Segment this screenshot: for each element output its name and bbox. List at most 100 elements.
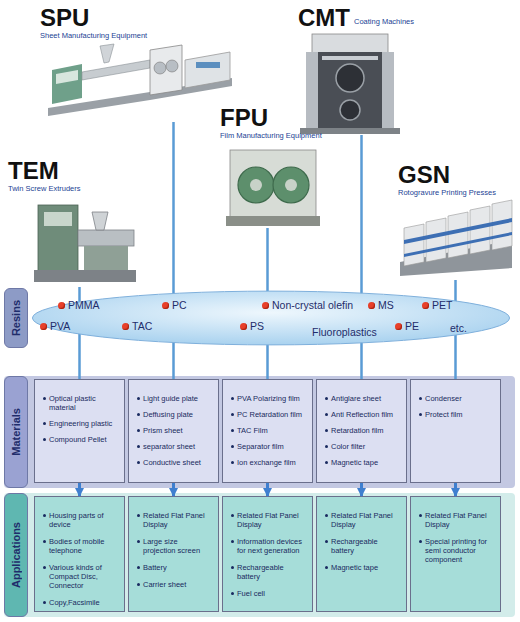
category-band: Materials Optical plastic materialEnginee… (4, 376, 515, 488)
bullet-dot (325, 566, 328, 569)
machine-code: SPU (40, 5, 235, 31)
bullet-dot (325, 514, 328, 517)
list-row: Copy,Facsimile (43, 598, 118, 607)
item-list: Related Flat Panel DisplayInformation de… (227, 504, 309, 602)
bullet-dot (43, 422, 46, 425)
list-item: Related Flat Panel Display (425, 511, 494, 529)
film-line-photo (226, 150, 320, 226)
list-row: Information devices for next generation (231, 537, 306, 555)
resin-name: PE (405, 320, 419, 332)
machine-heading: SPUSheet Manufacturing Equipment (40, 5, 235, 122)
category-band: Resins PMMA PC Non-crystal olefin MS PET PVA TA… (4, 288, 515, 348)
item-box: Related Flat Panel DisplayInformation de… (222, 496, 313, 612)
list-row: Magnetic tape (325, 563, 400, 572)
list-item: Bodies of mobile telephone (49, 537, 118, 555)
resin-dot (122, 323, 129, 330)
list-row: PVA Polarizing film (231, 394, 306, 403)
bullet-dot (43, 438, 46, 441)
resin-item: MS (368, 299, 394, 311)
resin-name: PVA (50, 320, 70, 332)
list-item: Prism sheet (143, 426, 183, 435)
list-row: Light guide plate (137, 394, 212, 403)
bullet-dot (231, 540, 234, 543)
list-item: Deffusing plate (143, 410, 193, 419)
resin-item: PC (162, 299, 187, 311)
bullet-dot (43, 514, 46, 517)
band-tab: Materials (4, 376, 28, 488)
flow-arrow (454, 483, 457, 496)
resin-item: Fluoroplastics (312, 326, 377, 338)
resin-dot (262, 302, 269, 309)
bullet-dot (231, 592, 234, 595)
machine-heading: FPUFilm Manufacturing Equipment (220, 105, 325, 228)
list-row: Optical plastic material (43, 394, 118, 412)
coating-machine-photo (300, 34, 400, 134)
machine-name: Rotogravure Printing Presses (398, 188, 515, 198)
list-row: Fuel cell (231, 589, 306, 598)
list-item: Related Flat Panel Display (237, 511, 306, 529)
bullet-dot (325, 461, 328, 464)
list-row: Compound Pellet (43, 435, 118, 444)
item-box: CondenserProtect film (410, 379, 501, 483)
bullet-dot (137, 445, 140, 448)
flow-arrow (172, 483, 175, 496)
list-item: Ion exchange film (237, 458, 296, 467)
list-row: TAC Film (231, 426, 306, 435)
list-row: Deffusing plate (137, 410, 212, 419)
bullet-dot (137, 514, 140, 517)
bullet-dot (137, 429, 140, 432)
list-item: Compound Pellet (49, 435, 107, 444)
bullet-dot (231, 397, 234, 400)
machine-name: Coating Machines (354, 17, 414, 27)
resin-item: PVA (40, 320, 70, 332)
bullet-dot (419, 397, 422, 400)
sheet-line-photo (48, 44, 232, 116)
bullet-dot (231, 413, 234, 416)
list-item: Optical plastic material (49, 394, 118, 412)
list-row: Related Flat Panel Display (137, 511, 212, 529)
list-row: Special printing for semi conductor comp… (419, 537, 494, 564)
item-list: CondenserProtect film (415, 387, 497, 423)
bullet-dot (137, 413, 140, 416)
list-row: Anti Reflection film (325, 410, 400, 419)
machine-code: FPU (220, 105, 325, 131)
bullet-dot (325, 397, 328, 400)
list-row: Various kinds of Compact Disc, Connector (43, 563, 118, 590)
list-row: Rechargeable battery (231, 563, 306, 581)
item-list: Optical plastic materialEngineering plas… (39, 387, 121, 448)
list-row: Rechargeable battery (325, 537, 400, 555)
band-label: Resins (10, 300, 22, 336)
resin-item: TAC (122, 320, 152, 332)
bullet-dot (43, 566, 46, 569)
list-item: Magnetic tape (331, 458, 378, 467)
resin-dot (422, 302, 429, 309)
resin-item: Non-crystal olefin (262, 299, 353, 311)
list-item: Rechargeable battery (237, 563, 306, 581)
list-row: Prism sheet (137, 426, 212, 435)
resin-dot (368, 302, 375, 309)
list-item: separator sheet (143, 442, 195, 451)
flow-arrow (266, 483, 269, 496)
bullet-dot (231, 461, 234, 464)
flow-arrow (360, 483, 363, 496)
list-row: Bodies of mobile telephone (43, 537, 118, 555)
item-box: PVA Polarizing filmPC Retardation filmTA… (222, 379, 313, 483)
bullet-dot (137, 461, 140, 464)
machine-heading: GSNRotogravure Printing Presses (398, 162, 515, 280)
list-row: Related Flat Panel Display (325, 511, 400, 529)
resin-dot (58, 302, 65, 309)
list-item: Fuel cell (237, 589, 265, 598)
bullet-dot (325, 445, 328, 448)
list-item: Special printing for semi conductor comp… (425, 537, 494, 564)
link-line (172, 122, 175, 379)
list-item: Related Flat Panel Display (331, 511, 400, 529)
list-row: Color filter (325, 442, 400, 451)
list-item: Engineering plastic (49, 419, 112, 428)
bullet-dot (419, 514, 422, 517)
list-row: Antiglare sheet (325, 394, 400, 403)
item-list: Related Flat Panel DisplaySpecial printi… (415, 504, 497, 568)
ellipse-outline (30, 290, 512, 346)
resin-item: PMMA (58, 299, 100, 311)
resin-item: PET (422, 299, 452, 311)
resin-name: TAC (132, 320, 152, 332)
